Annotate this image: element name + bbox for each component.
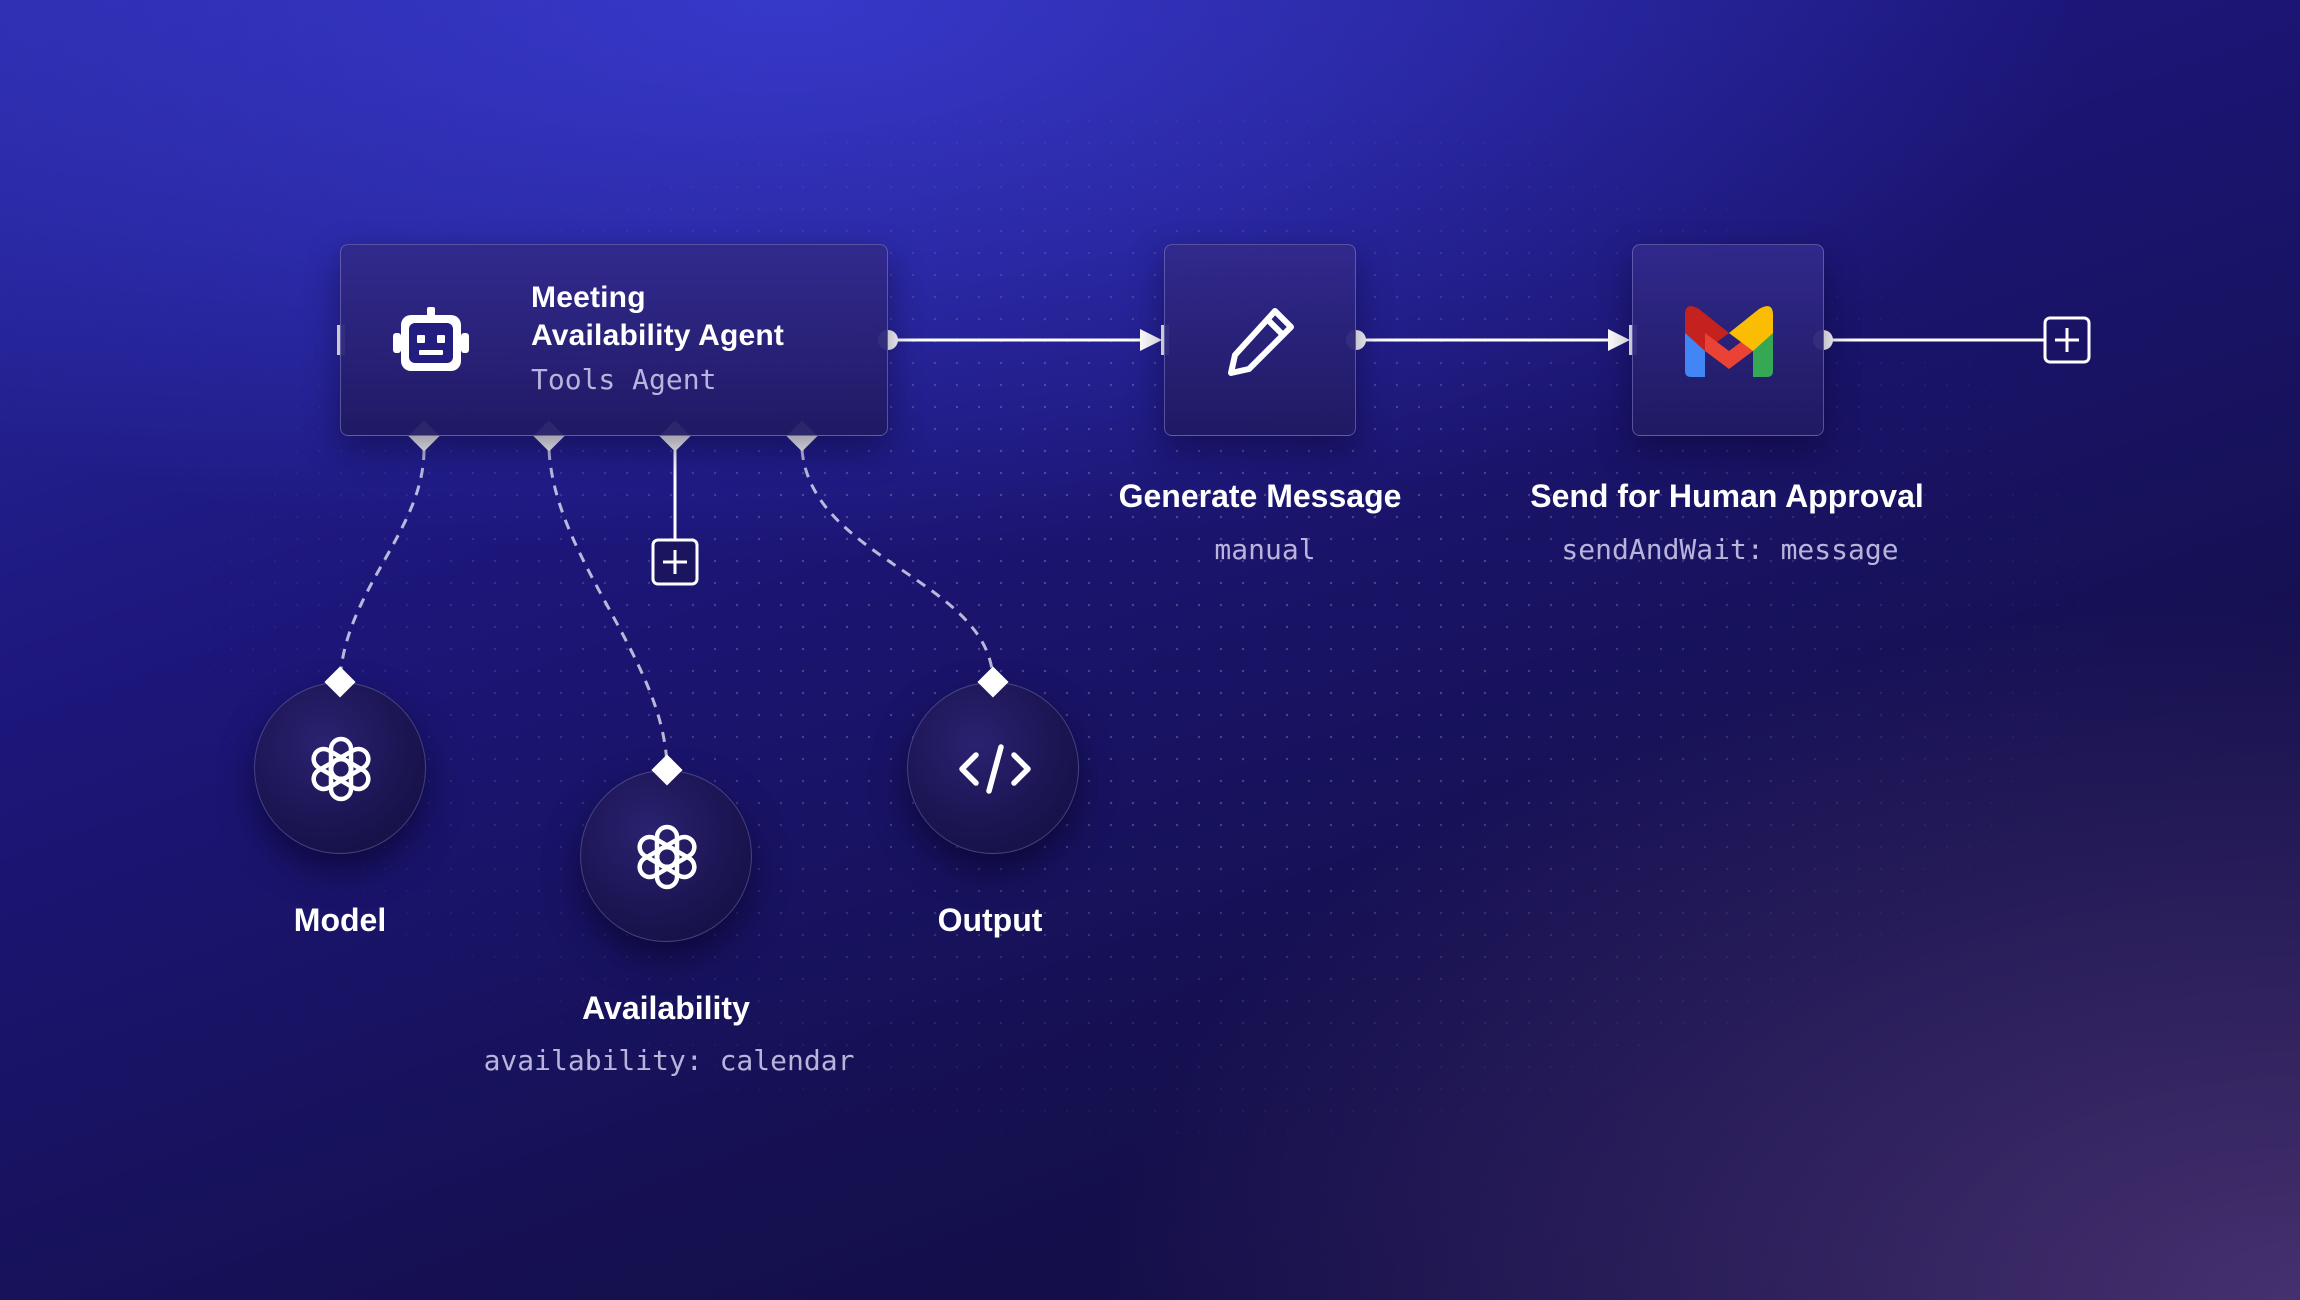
send-approval-title: Send for Human Approval — [1530, 478, 1924, 514]
send-approval-subtitle: sendAndWait: message — [1561, 533, 1899, 566]
diamond-input-output — [977, 666, 1009, 698]
agent-node[interactable]: Meeting Availability Agent Tools Agent — [340, 244, 888, 436]
code-icon — [959, 744, 1031, 794]
availability-title: Availability — [582, 990, 750, 1026]
gmail-icon — [1685, 306, 1773, 377]
pencil-icon — [1228, 308, 1294, 376]
diamond-input-availability — [651, 754, 683, 786]
generate-message-subtitle: manual — [1214, 533, 1316, 566]
dashed-link-availability — [547, 449, 669, 769]
arrowhead-generate — [1140, 329, 1162, 351]
openai-icon — [637, 824, 697, 890]
generate-message-title: Generate Message — [1118, 478, 1402, 514]
generate-message-node[interactable] — [1164, 244, 1356, 436]
output-subnode[interactable] — [907, 682, 1079, 854]
robot-icon — [393, 307, 469, 371]
add-tool-button[interactable] — [651, 538, 699, 586]
diamond-input-model — [324, 666, 356, 698]
availability-subtitle: availability: calendar — [483, 1044, 855, 1077]
agent-title: Meeting Availability Agent — [531, 281, 785, 352]
model-subnode[interactable] — [254, 682, 426, 854]
availability-subnode[interactable] — [580, 770, 752, 942]
arrowhead-send — [1608, 329, 1630, 351]
model-title: Model — [293, 902, 387, 938]
send-approval-node[interactable] — [1632, 244, 1824, 436]
openai-icon — [311, 736, 371, 802]
agent-subtitle: Tools Agent — [531, 363, 717, 396]
output-title: Output — [937, 902, 1043, 938]
add-node-button[interactable] — [2043, 316, 2091, 364]
dashed-link-output — [800, 449, 995, 681]
